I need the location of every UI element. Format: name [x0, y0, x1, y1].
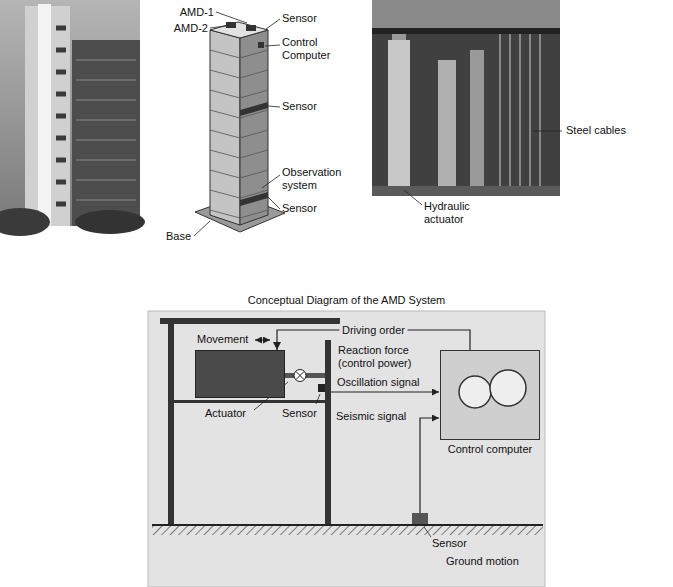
concept-panel-part	[420, 418, 439, 513]
label-wrap: Sensor	[432, 537, 492, 550]
building-photo-part	[75, 210, 145, 234]
building-photo	[0, 0, 145, 236]
part-label: Sensor	[282, 407, 322, 420]
mass-block: Movement	[195, 350, 285, 398]
actuator-photo-part	[388, 40, 410, 190]
part-label: Oscillation signal	[337, 376, 439, 389]
part-label: Sensor	[432, 537, 492, 550]
label-wrap: AMD-2	[164, 22, 208, 35]
label-wrap: Control Computer	[282, 36, 344, 62]
part-label: Sensor	[282, 202, 342, 215]
label-wrap: Ground motion	[446, 555, 541, 568]
label-wrap: Steel cables	[566, 124, 656, 137]
building-photo-part	[0, 208, 50, 236]
building-sketch-part	[240, 30, 268, 225]
building-photo-part	[0, 0, 140, 226]
label-wrap: Sensor	[282, 202, 342, 215]
building-photo-part	[72, 40, 140, 226]
part-label: Seismic signal	[336, 410, 416, 423]
actuator-photo-part	[470, 50, 484, 190]
actuator-photo-part	[372, 186, 560, 196]
concept-panel-part	[152, 524, 543, 526]
part-label: Sensor	[282, 100, 342, 113]
node-text: Control computer	[441, 443, 539, 456]
node-text: Movement	[197, 333, 285, 346]
concept-panel-part	[296, 372, 304, 380]
label-wrap: AMD-1	[170, 6, 214, 19]
control-computer: Control computer	[440, 350, 540, 440]
diagram-title: Conceptual Diagram of the AMD System	[148, 294, 545, 307]
building-sketch-part	[210, 22, 268, 38]
building-sketch-part	[240, 102, 268, 116]
label-wrap: Base	[166, 230, 206, 243]
concept-panel	[148, 311, 545, 587]
part-label: Hydraulic actuator	[424, 200, 496, 226]
building-sketch	[194, 12, 285, 236]
concept-panel-part	[331, 391, 439, 392]
part-label: Actuator	[205, 407, 255, 420]
label-wrap: Sensor	[282, 100, 342, 113]
actuator-photo	[372, 0, 562, 205]
part-label: Ground motion	[446, 555, 541, 568]
label-wrap: Reaction force (control power)	[338, 344, 436, 370]
actuator-photo-part	[404, 131, 562, 205]
part-label: Steel cables	[566, 124, 656, 137]
building-photo-part	[38, 4, 51, 226]
part-label: Reaction force (control power)	[338, 344, 436, 370]
building-sketch-part	[210, 50, 268, 218]
concept-panel-part	[152, 526, 543, 535]
building-sketch-part	[226, 22, 236, 28]
building-sketch-part	[258, 42, 264, 48]
building-sketch-part	[240, 192, 268, 206]
part-label: AMD-2	[164, 22, 208, 35]
concept-panel-part	[174, 400, 325, 403]
building-sketch-part	[246, 25, 256, 31]
concept-panel-part	[490, 370, 526, 406]
title-wrap: Conceptual Diagram of the AMD System	[148, 294, 545, 307]
concept-panel-part	[255, 339, 270, 340]
part-label: Sensor	[282, 12, 342, 25]
building-sketch-part	[210, 30, 240, 225]
label-wrap: Sensor	[282, 407, 322, 420]
edge-label: Driving order	[339, 324, 408, 337]
actuator-photo-part	[438, 60, 456, 190]
part-label: Control Computer	[282, 36, 344, 62]
concept-panel-part	[148, 311, 545, 587]
concept-panel-part	[160, 318, 340, 324]
actuator-photo-part	[372, 0, 560, 196]
actuator-photo-part	[500, 34, 540, 196]
building-photo-part	[76, 60, 136, 200]
label-wrap: Sensor	[282, 12, 342, 25]
concept-panel-part	[254, 382, 431, 537]
label-wrap: Oscillation signal	[337, 376, 439, 389]
concept-panel-part	[440, 350, 540, 440]
part-label: Observation system	[282, 166, 356, 192]
concept-panel-part	[294, 370, 306, 382]
edge-label-wrap: Driving order	[339, 324, 408, 337]
label-wrap: Hydraulic actuator	[424, 200, 496, 226]
part-label: Base	[166, 230, 206, 243]
concept-panel-part	[318, 384, 325, 392]
actuator-photo-part	[372, 28, 560, 34]
concept-panel-part	[168, 318, 174, 525]
building-sketch-part	[194, 12, 280, 236]
concept-panel-part	[325, 340, 331, 525]
label-wrap: Seismic signal	[336, 410, 416, 423]
concept-panel-part	[459, 376, 491, 408]
actuator-photo-part	[372, 0, 560, 28]
part-label: AMD-1	[170, 6, 214, 19]
building-photo-part	[56, 28, 66, 204]
concept-panel-part	[412, 513, 428, 525]
label-wrap: Observation system	[282, 166, 356, 192]
label-wrap: Actuator	[205, 407, 255, 420]
